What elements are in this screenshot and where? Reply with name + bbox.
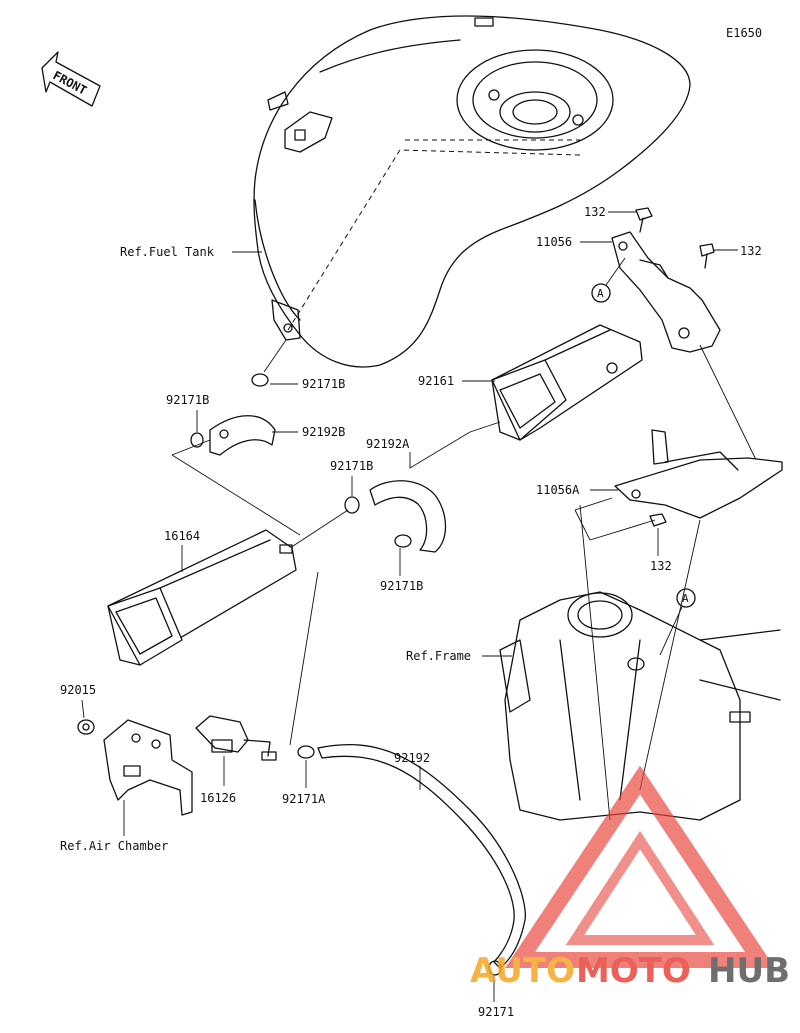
clamp-92171B-left — [190, 432, 204, 448]
bolt-132-right — [699, 243, 715, 269]
callout-16126: 16126 — [200, 791, 236, 805]
callout-11056: 11056 — [536, 235, 572, 249]
marker-a-frame: A — [659, 588, 696, 656]
svg-text:A: A — [682, 592, 689, 605]
callout-92171: 92171 — [478, 1005, 514, 1019]
callout-92171B-top: 92171B — [302, 377, 345, 391]
callout-92192A: 92192A — [366, 437, 410, 451]
canister-92161 — [491, 324, 643, 441]
callout-92161: 92161 — [418, 374, 454, 388]
automotohub-watermark: AUTO MOTO HUB — [470, 765, 790, 991]
clamp-92171B-low — [394, 534, 412, 548]
bolt-132-top — [635, 207, 653, 233]
canister-16164 — [107, 529, 297, 666]
callout-92171B-mid: 92171B — [330, 459, 373, 473]
clamp-92171B-mid — [344, 496, 360, 514]
callout-92171B-left: 92171B — [166, 393, 209, 407]
watermark-hub: HUB — [708, 951, 790, 991]
clamp-92171A — [297, 745, 315, 759]
callout-92015: 92015 — [60, 683, 96, 697]
callout-132-top: 132 — [584, 205, 606, 219]
front-arrow-icon: FRONT — [41, 51, 101, 107]
clamp-92171 — [488, 960, 502, 976]
watermark-moto: MOTO — [576, 951, 691, 991]
hose-92192 — [317, 744, 526, 969]
watermark-auto: AUTO — [470, 951, 575, 991]
fuel-tank-outline — [253, 15, 691, 368]
air-chamber-bracket — [103, 719, 193, 816]
bracket-11056A — [614, 429, 783, 519]
marker-a-top: A — [591, 257, 626, 303]
frame-outline — [499, 591, 781, 821]
callout-16164: 16164 — [164, 529, 200, 543]
valve-16126 — [195, 715, 277, 761]
nut-92015 — [77, 719, 95, 735]
callout-132-right: 132 — [740, 244, 762, 258]
callout-92171A: 92171A — [282, 792, 326, 806]
bracket-11056 — [611, 231, 721, 353]
bolt-132-low — [649, 513, 667, 527]
callout-11056A: 11056A — [536, 483, 580, 497]
diagram-code: E1650 — [726, 26, 762, 40]
callout-132-low: 132 — [650, 559, 672, 573]
hose-92192B — [209, 415, 276, 456]
svg-text:A: A — [597, 287, 604, 300]
ref-fuel-tank-label: Ref.Fuel Tank — [120, 245, 215, 259]
callout-92192: 92192 — [394, 751, 430, 765]
ref-air-chamber-label: Ref.Air Chamber — [60, 839, 168, 853]
callout-92171B-low: 92171B — [380, 579, 423, 593]
callout-92192B: 92192B — [302, 425, 345, 439]
hose-92192A — [369, 480, 447, 553]
ref-frame-label: Ref.Frame — [406, 649, 471, 663]
clamp-92171B-top — [251, 373, 269, 387]
